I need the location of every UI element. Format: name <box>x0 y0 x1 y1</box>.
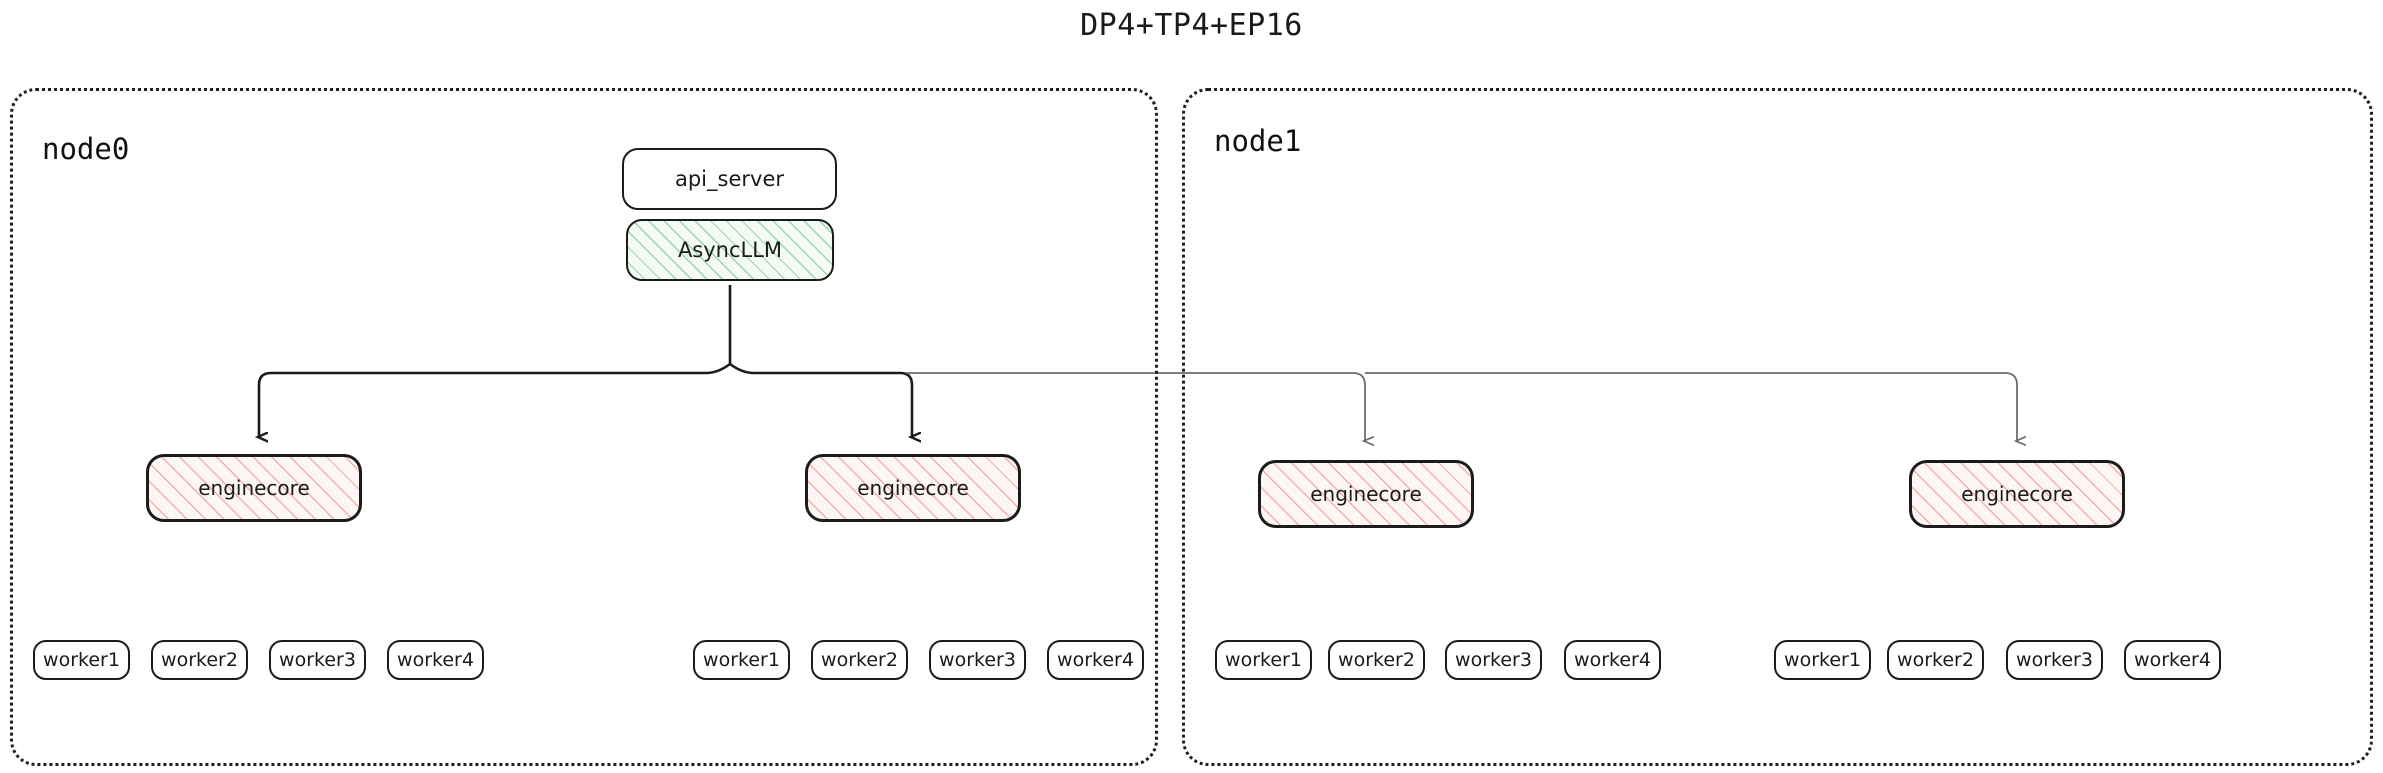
worker-label: worker3 <box>939 649 1016 671</box>
api-server-label: api_server <box>674 167 784 191</box>
async-llm-label: AsyncLLM <box>677 238 783 262</box>
async-llm-box[interactable]: AsyncLLM <box>626 219 834 281</box>
worker-label: worker4 <box>2134 649 2211 671</box>
worker-label: worker1 <box>43 649 120 671</box>
worker-box-node0-0-2[interactable]: worker3 <box>269 640 366 680</box>
enginecore-box-node1-1[interactable]: enginecore <box>1909 460 2125 528</box>
worker-box-node0-0-1[interactable]: worker2 <box>151 640 248 680</box>
worker-label: worker2 <box>821 649 898 671</box>
worker-label: worker4 <box>1057 649 1134 671</box>
worker-label: worker1 <box>1784 649 1861 671</box>
node-group-node0 <box>10 88 1158 766</box>
worker-label: worker3 <box>2016 649 2093 671</box>
page-title: DP4+TP4+EP16 <box>1080 8 1303 43</box>
enginecore-label: enginecore <box>1961 482 2073 506</box>
node-label-node0: node0 <box>42 132 130 166</box>
enginecore-box-node0-1[interactable]: enginecore <box>805 454 1021 522</box>
edge-asyncllm-to-enginecore-0-1 <box>729 362 912 437</box>
worker-label: worker3 <box>279 649 356 671</box>
edge-asyncllm-to-enginecore-1-0 <box>906 372 1365 441</box>
edge-asyncllm-to-enginecore-0-0 <box>259 362 731 437</box>
enginecore-label: enginecore <box>1310 482 1422 506</box>
worker-label: worker1 <box>1225 649 1302 671</box>
worker-label: worker3 <box>1455 649 1532 671</box>
worker-box-node1-0-1[interactable]: worker2 <box>1328 640 1425 680</box>
worker-box-node0-1-0[interactable]: worker1 <box>693 640 790 680</box>
enginecore-label: enginecore <box>198 476 310 500</box>
worker-label: worker2 <box>161 649 238 671</box>
worker-box-node0-0-3[interactable]: worker4 <box>387 640 484 680</box>
worker-label: worker2 <box>1897 649 1974 671</box>
node-label-node1: node1 <box>1214 124 1302 158</box>
worker-box-node1-0-3[interactable]: worker4 <box>1564 640 1661 680</box>
worker-label: worker4 <box>397 649 474 671</box>
worker-label: worker2 <box>1338 649 1415 671</box>
worker-box-node1-1-1[interactable]: worker2 <box>1887 640 1984 680</box>
worker-box-node1-0-0[interactable]: worker1 <box>1215 640 1312 680</box>
worker-box-node1-1-3[interactable]: worker4 <box>2124 640 2221 680</box>
worker-label: worker1 <box>703 649 780 671</box>
node-group-node1 <box>1182 88 2373 766</box>
worker-box-node0-1-2[interactable]: worker3 <box>929 640 1026 680</box>
enginecore-box-node0-0[interactable]: enginecore <box>146 454 362 522</box>
worker-box-node1-1-2[interactable]: worker3 <box>2006 640 2103 680</box>
worker-label: worker4 <box>1574 649 1651 671</box>
worker-box-node0-1-3[interactable]: worker4 <box>1047 640 1144 680</box>
edge-asyncllm-to-enginecore-1-1 <box>1365 372 2017 441</box>
worker-box-node1-0-2[interactable]: worker3 <box>1445 640 1542 680</box>
worker-box-node0-1-1[interactable]: worker2 <box>811 640 908 680</box>
worker-box-node1-1-0[interactable]: worker1 <box>1774 640 1871 680</box>
api-server-box[interactable]: api_server <box>622 148 837 210</box>
enginecore-box-node1-0[interactable]: enginecore <box>1258 460 1474 528</box>
enginecore-label: enginecore <box>857 476 969 500</box>
worker-box-node0-0-0[interactable]: worker1 <box>33 640 130 680</box>
